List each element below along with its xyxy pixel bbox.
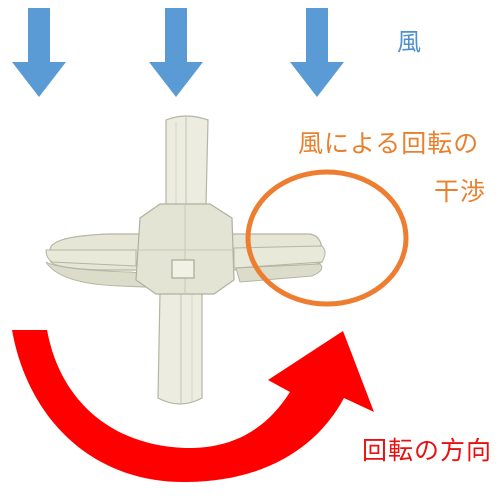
wind-arrow-icon-3 — [290, 8, 344, 97]
rotation-curved-arrow-icon — [12, 330, 374, 483]
interference-circle-highlight — [245, 169, 409, 307]
rotor — [45, 115, 326, 405]
wind-arrow-icon-2 — [149, 8, 203, 97]
rotation-direction-label: 回転の方向 — [362, 436, 493, 465]
wind-label: 風 — [397, 28, 421, 56]
interference-label-line-1: 風による回転の — [298, 129, 480, 158]
wind-arrow-icon-1 — [12, 8, 66, 97]
rotor-ring-front-right — [233, 245, 326, 269]
wind-arrows — [12, 8, 344, 97]
rotor-hub-center — [171, 259, 195, 279]
rotor-ring-front-left — [45, 249, 137, 267]
rotor-blade-bottom — [157, 291, 203, 405]
rotor-blade-top — [165, 115, 209, 206]
interference-label-line-2: 干渉 — [434, 177, 487, 206]
